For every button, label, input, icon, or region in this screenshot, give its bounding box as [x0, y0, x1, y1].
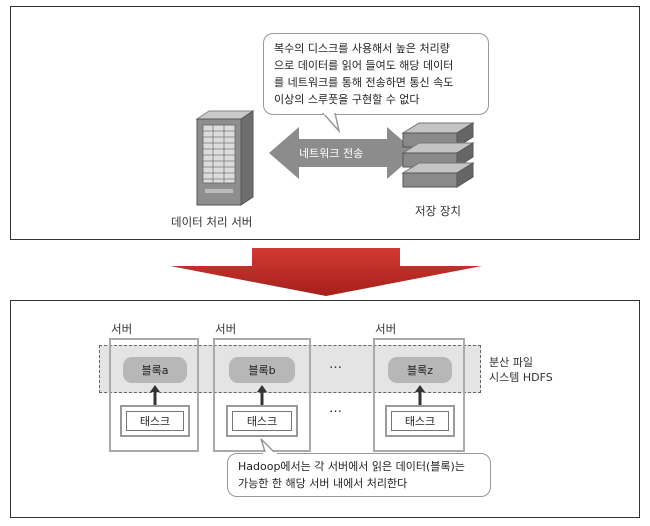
callout-tail-cover [263, 452, 277, 455]
hdfs-label-line: 분산 파일 [489, 356, 533, 369]
server-box-a [109, 338, 199, 452]
server-tower-icon [195, 110, 255, 206]
task-a: 태스크 [120, 405, 190, 437]
block-b: 블록b [229, 357, 295, 383]
callout-line: 를 네트워크를 통해 전송하면 통신 속도 [274, 76, 454, 89]
data-processing-server-label: 데이터 처리 서버 [171, 215, 253, 229]
hdfs-label: 분산 파일 시스템 HDFS [489, 355, 553, 385]
top-panel: 복수의 디스크를 사용해서 높은 처리량 으로 데이터를 읽어 들여도 해당 데… [10, 6, 640, 240]
callout-line: 이상의 스루풋을 구현할 수 없다 [274, 93, 420, 106]
throughput-callout: 복수의 디스크를 사용해서 높은 처리량 으로 데이터를 읽어 들여도 해당 데… [263, 33, 489, 115]
transition-down-arrow-icon [170, 248, 482, 296]
server-label-z: 서버 [375, 322, 397, 336]
block-a: 블록a [123, 357, 187, 383]
server-label-a: 서버 [111, 322, 133, 336]
hdfs-label-line: 시스템 HDFS [489, 371, 553, 384]
server-box-b [213, 338, 311, 452]
network-transfer-label: 네트워크 전송 [299, 147, 364, 160]
storage-device-label: 저장 장치 [415, 204, 461, 218]
callout-line: 복수의 디스크를 사용해서 높은 처리량 [274, 42, 450, 55]
callout-line: Hadoop에서는 각 서버에서 읽은 데이터(블록)는 [238, 460, 465, 473]
up-arrow-icon [150, 385, 160, 405]
task-label: 태스크 [126, 411, 184, 431]
ellipsis: … [329, 357, 343, 372]
ellipsis: … [329, 401, 343, 416]
storage-stack-icon [401, 122, 475, 188]
server-box-z [373, 338, 465, 452]
up-arrow-icon [257, 385, 267, 405]
bottom-panel: 서버 서버 서버 블록a 블록b 블록z 태스크 태스크 태스크 … … 분산 … [10, 300, 640, 518]
task-label: 태스크 [391, 411, 449, 431]
callout-line: 가능한 한 해당 서버 내에서 처리한다 [238, 477, 408, 490]
callout-line: 으로 데이터를 읽어 들여도 해당 데이터 [274, 59, 454, 72]
up-arrow-icon [415, 385, 425, 405]
network-transfer-arrow-icon [269, 127, 417, 179]
block-z: 블록z [388, 357, 452, 383]
task-label: 태스크 [232, 411, 292, 431]
server-label-b: 서버 [215, 322, 237, 336]
hadoop-callout: Hadoop에서는 각 서버에서 읽은 데이터(블록)는 가능한 한 해당 서버… [227, 453, 491, 497]
task-z: 태스크 [385, 405, 455, 437]
callout-tail-icon [321, 113, 341, 133]
task-b: 태스크 [226, 405, 298, 437]
